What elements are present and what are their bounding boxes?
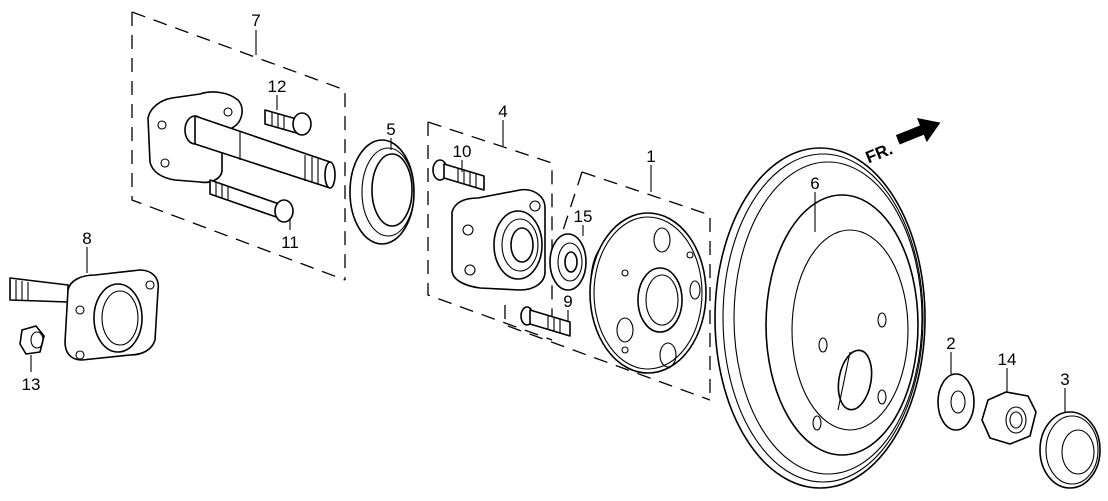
bolt-12 — [264, 109, 312, 136]
callout-labels: 7 12 11 5 4 10 1 15 9 6 8 13 2 14 3 — [22, 11, 1070, 394]
nut-13 — [19, 325, 45, 355]
callout-9: 9 — [563, 292, 572, 311]
callout-5: 5 — [386, 120, 395, 139]
hub-bearing-4 — [451, 188, 546, 291]
front-direction-indicator: FR. — [863, 118, 941, 167]
spindle-part — [147, 91, 336, 189]
callout-10: 10 — [453, 142, 472, 161]
front-arrow-icon — [895, 118, 941, 145]
hub-1 — [589, 212, 707, 374]
callout-12: 12 — [268, 77, 287, 96]
knuckle-8 — [9, 269, 160, 361]
callout-14: 14 — [998, 350, 1017, 369]
ring-5 — [349, 139, 415, 245]
bolt-10 — [432, 159, 485, 191]
callout-6: 6 — [810, 174, 819, 193]
bolt-9 — [520, 306, 571, 337]
callout-15: 15 — [574, 207, 593, 226]
callout-4: 4 — [498, 102, 507, 121]
bolt-11 — [209, 179, 294, 223]
brake-drum-6 — [714, 147, 926, 489]
callout-2: 2 — [946, 334, 955, 353]
leader-lines — [30, 30, 1066, 412]
callout-7: 7 — [251, 11, 260, 30]
washer-2 — [937, 373, 975, 431]
bearing-15 — [549, 233, 587, 291]
hub-cap-3 — [1039, 411, 1101, 489]
callout-8: 8 — [82, 229, 91, 248]
callout-11: 11 — [281, 233, 299, 252]
callout-1: 1 — [646, 147, 655, 166]
callout-13: 13 — [22, 375, 41, 394]
group-box-7 — [131, 11, 346, 281]
front-label: FR. — [863, 139, 896, 167]
nut-14 — [981, 391, 1037, 445]
callout-3: 3 — [1060, 370, 1069, 389]
